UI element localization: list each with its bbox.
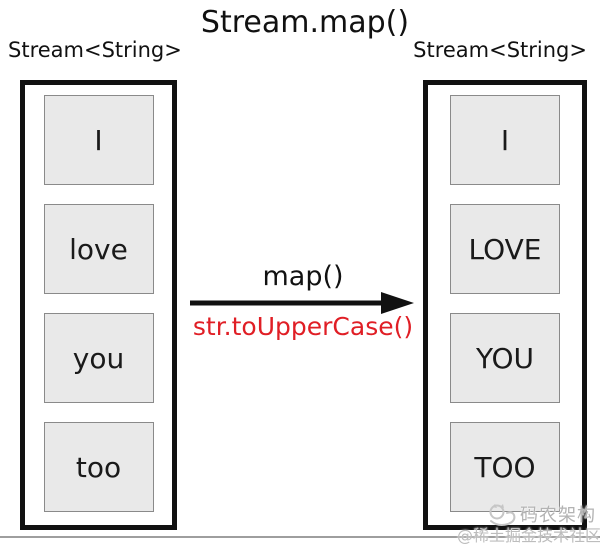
bottom-divider — [0, 536, 600, 538]
map-function-label: map() — [262, 261, 344, 292]
diagram-title: Stream.map() — [200, 5, 410, 40]
result-stream-label: Stream<String> — [413, 38, 587, 62]
map-arrow-icon — [190, 292, 414, 314]
source-stream-element: you — [43, 313, 154, 403]
lambda-expression-label: str.toUpperCase() — [192, 312, 414, 341]
result-stream-element: I — [450, 95, 560, 185]
result-stream-element: TOO — [450, 422, 560, 512]
result-stream-element: LOVE — [450, 204, 560, 294]
source-stream-container: I love you too — [20, 80, 177, 530]
watermark-brand-text: 码农架构 — [520, 505, 596, 526]
source-stream-element: too — [43, 422, 154, 512]
cat-logo-icon — [489, 504, 516, 526]
watermark-community-text: @稀土掘金技术社区 — [457, 526, 600, 545]
result-stream-element: YOU — [450, 313, 560, 403]
result-stream-container: I LOVE YOU TOO — [423, 80, 587, 530]
source-stream-label: Stream<String> — [8, 38, 182, 62]
source-stream-element: love — [43, 204, 154, 294]
source-stream-element: I — [43, 95, 154, 185]
